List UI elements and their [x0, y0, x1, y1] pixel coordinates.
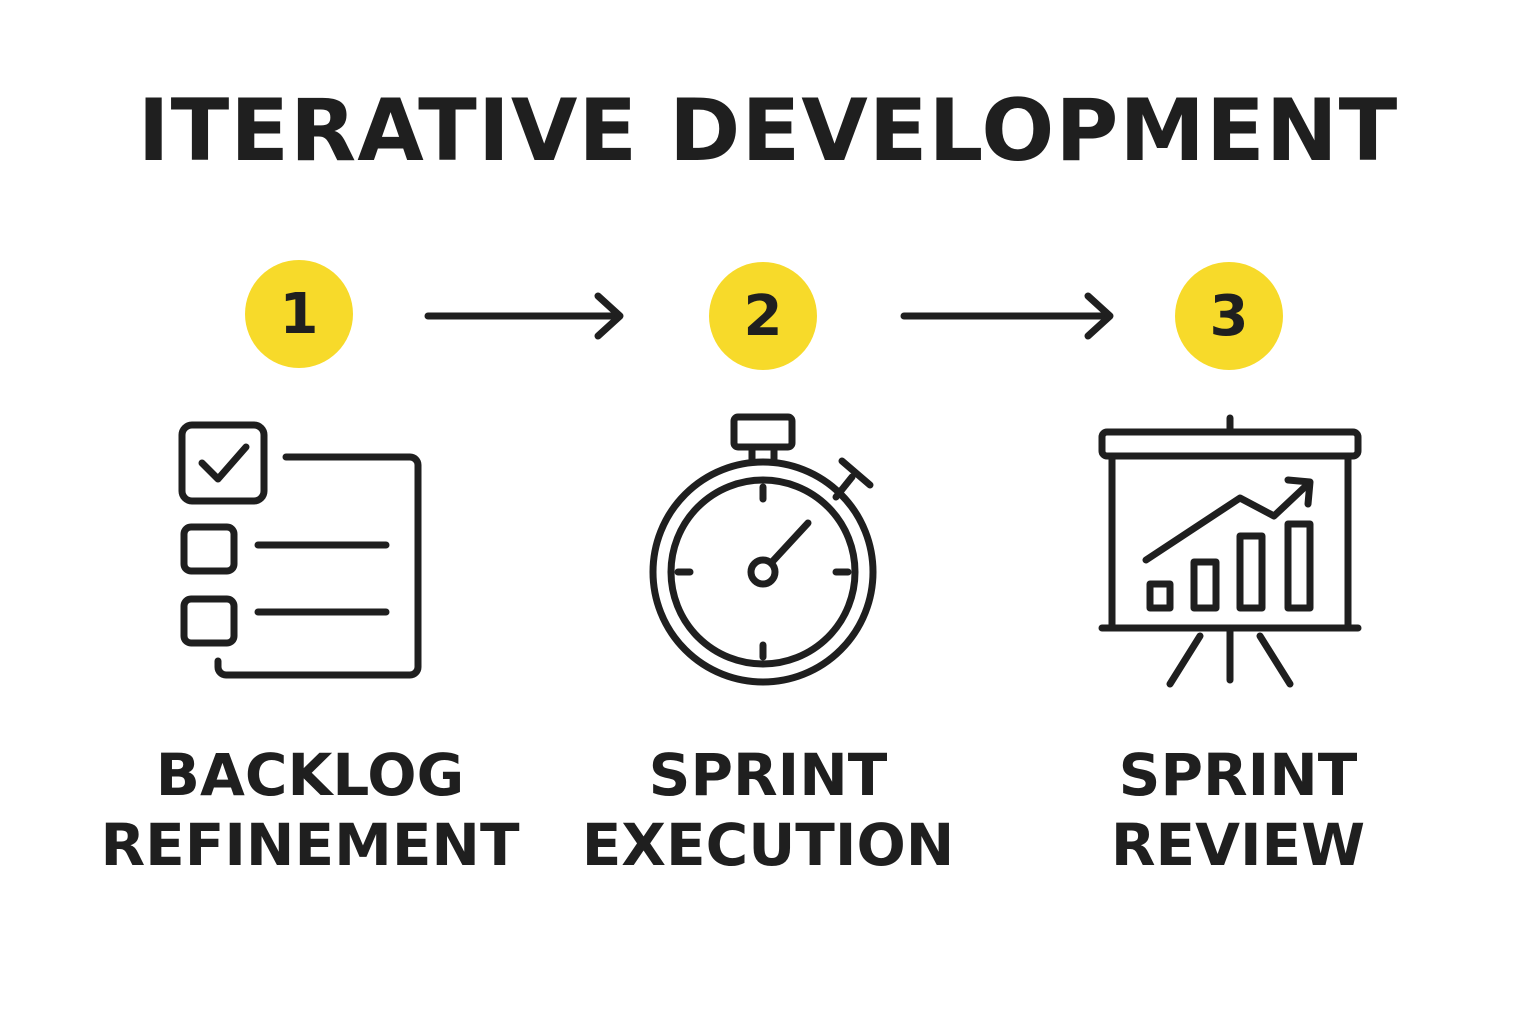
step-1-label-line-2: REFINEMENT — [100, 811, 520, 879]
step-1-label-line-1: BACKLOG — [155, 741, 465, 809]
step-2-badge: 2 — [709, 262, 817, 370]
stopwatch-icon — [649, 413, 877, 686]
presentation-chart-icon — [1098, 414, 1362, 688]
step-3-label-line-2: REVIEW — [1110, 811, 1366, 879]
arrow-1-to-2-icon — [424, 292, 624, 340]
step-2-label: SPRINT EXECUTION — [538, 740, 998, 880]
step-2-label-line-2: EXECUTION — [581, 811, 955, 879]
arrow-2-to-3-icon — [900, 292, 1114, 340]
step-3-label-line-1: SPRINT — [1118, 741, 1358, 809]
step-3-badge: 3 — [1175, 262, 1283, 370]
step-2-label-line-1: SPRINT — [648, 741, 888, 809]
step-1-label: BACKLOG REFINEMENT — [80, 740, 540, 880]
step-3-label: SPRINT REVIEW — [1008, 740, 1468, 880]
diagram-title: ITERATIVE DEVELOPMENT — [137, 81, 1399, 181]
step-1-badge: 1 — [245, 260, 353, 368]
checklist-icon — [178, 421, 422, 679]
